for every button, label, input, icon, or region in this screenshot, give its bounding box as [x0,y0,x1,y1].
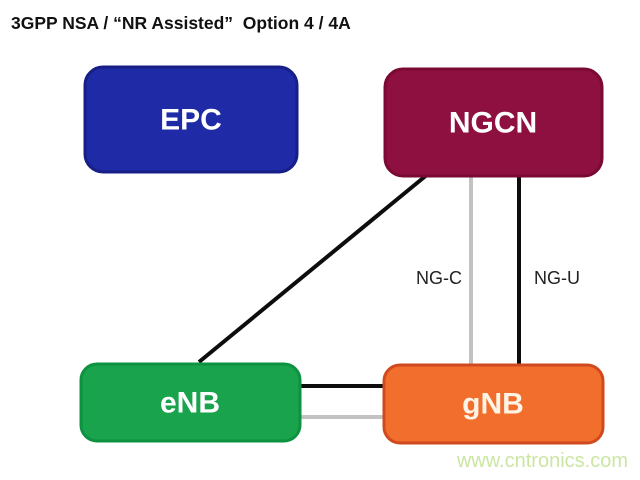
connector-ngcn-enb-line [197,172,430,364]
epc-box [83,65,299,174]
gnb-label: gNB [462,388,524,421]
ngcn-label: NGCN [449,107,537,140]
epc-node: EPC [83,65,299,174]
page-title: 3GPP NSA / “NR Assisted” Option 4 / 4A [11,13,351,33]
ngcn-box [383,67,604,178]
ngcn-node: NGCN [383,67,604,178]
enb-node: eNB [79,362,302,443]
gnb-node: gNB [382,363,605,445]
enb-label: eNB [160,387,220,420]
ng-u-label: NG-U [534,268,580,288]
gnb-box [382,363,605,445]
epc-label: EPC [160,104,222,137]
watermark: www.cntronics.com [456,450,628,472]
ng-c-label: NG-C [416,268,462,288]
enb-box [79,362,302,443]
